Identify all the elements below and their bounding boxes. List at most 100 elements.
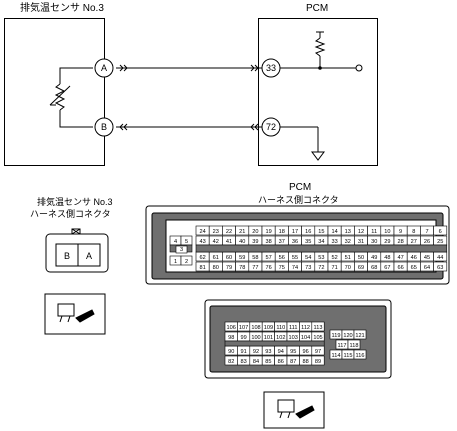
pcm-pin-38: 38 — [265, 239, 271, 245]
pcm-pin-58: 58 — [252, 255, 258, 261]
pcm-pin-80: 80 — [213, 265, 219, 271]
pcm-pin-115: 115 — [344, 353, 353, 359]
pcm-pin-15: 15 — [318, 229, 324, 235]
pcm-pin-99: 99 — [240, 335, 246, 341]
pcm-pin-2: 2 — [185, 259, 188, 265]
sensor-connector-title-1: 排気温センサ No.3 — [37, 197, 113, 207]
pin-cell-box — [224, 340, 325, 347]
pcm-box — [258, 18, 378, 166]
pcm-pin-20: 20 — [252, 229, 258, 235]
pcm-pin-7: 7 — [425, 229, 428, 235]
pcm-pin-11: 11 — [371, 229, 377, 235]
sensor-title: 排気温センサ No.3 — [20, 3, 104, 14]
terminal-72-label: 72 — [266, 122, 276, 132]
pcm-pin-19: 19 — [265, 229, 271, 235]
pcm-pin-112: 112 — [301, 325, 310, 331]
connector-symbols — [119, 64, 259, 131]
pcm-pin-43: 43 — [199, 239, 205, 245]
pcm-pin-96: 96 — [302, 349, 308, 355]
pcm-pin-111: 111 — [289, 325, 298, 331]
pcm-pin-110: 110 — [276, 325, 285, 331]
pin-cell-box — [311, 355, 325, 366]
pcm-pin-64: 64 — [424, 265, 430, 271]
pcm-pin-5: 5 — [185, 239, 188, 245]
pcm-pin-109: 109 — [264, 325, 273, 331]
pcm-pin-39: 39 — [252, 239, 258, 245]
terminal-b-label: B — [101, 122, 107, 132]
pcm-pin-118: 118 — [350, 343, 359, 349]
pcm-pin-85: 85 — [265, 359, 271, 365]
pcm-pin-37: 37 — [279, 239, 285, 245]
pcm-pin-16: 16 — [305, 229, 311, 235]
pcm-pin-59: 59 — [239, 255, 245, 261]
pcm-pin-28: 28 — [397, 239, 403, 245]
pcm-pin-32: 32 — [345, 239, 351, 245]
pcm-pin-116: 116 — [356, 353, 365, 359]
terminal-33-label: 33 — [266, 63, 276, 73]
pcm-pin-95: 95 — [290, 349, 296, 355]
pcm-pin-104: 104 — [301, 335, 310, 341]
pcm-pin-40: 40 — [239, 239, 245, 245]
pcm-pin-33: 33 — [331, 239, 337, 245]
pcm-pin-42: 42 — [213, 239, 219, 245]
pcm-pin-53: 53 — [318, 255, 324, 261]
pcm-pin-14: 14 — [331, 229, 337, 235]
terminal-circles — [94, 58, 281, 137]
pcm-pin-93: 93 — [265, 349, 271, 355]
pin-cell-box — [195, 244, 448, 253]
pcm-pin-23: 23 — [213, 229, 219, 235]
pcm-pin-24: 24 — [199, 229, 205, 235]
pcm-pin-65: 65 — [411, 265, 417, 271]
pcm-pin-67: 67 — [384, 265, 390, 271]
pcm-pin-78: 78 — [239, 265, 245, 271]
pcm-pin-68: 68 — [371, 265, 377, 271]
pcm-connector-title-2: ハーネス側コネクタ — [258, 195, 339, 205]
pcm-title: PCM — [306, 3, 329, 14]
signal-wires — [116, 67, 262, 128]
pcm-pin-29: 29 — [384, 239, 390, 245]
pcm-pin-55: 55 — [292, 255, 298, 261]
pcm-pin-47: 47 — [397, 255, 403, 261]
sensor-box — [4, 18, 105, 166]
pcm-pin-52: 52 — [331, 255, 337, 261]
pcm-pin-48: 48 — [384, 255, 390, 261]
pcm-junction-dot — [318, 66, 322, 70]
thermistor-icon — [49, 83, 71, 111]
pcm-internal-circuit — [280, 31, 356, 161]
pcm-pin-18: 18 — [279, 229, 285, 235]
pin-cell-box — [353, 349, 367, 360]
pcm-pin-62: 62 — [199, 255, 205, 261]
pcm-pin-60: 60 — [226, 255, 232, 261]
pcm-pin-103: 103 — [289, 335, 298, 341]
pcm-pin-34: 34 — [318, 239, 324, 245]
sensor-internal-wiring — [59, 67, 93, 128]
pcm-pin-91: 91 — [240, 349, 246, 355]
pcm-pin-71: 71 — [331, 265, 337, 271]
pin-cell-box — [175, 245, 188, 254]
pin-cell-box — [433, 225, 448, 236]
pcm-pin-8: 8 — [412, 229, 415, 235]
pcm-pin-4: 4 — [174, 239, 177, 245]
pcm-pin-10: 10 — [384, 229, 390, 235]
pcm-pin-117: 117 — [338, 343, 347, 349]
pcm-pin-12: 12 — [358, 229, 364, 235]
terminal-a-label: A — [101, 63, 107, 73]
pcm-pin-89: 89 — [315, 359, 321, 365]
pcm-pin-90: 90 — [228, 349, 234, 355]
pcm-pin-35: 35 — [305, 239, 311, 245]
pcm-pin-114: 114 — [332, 353, 341, 359]
pcm-pin-79: 79 — [226, 265, 232, 271]
pcm-pin-57: 57 — [265, 255, 271, 261]
pcm-pin-63: 63 — [437, 265, 443, 271]
sensor-pin-b: B — [64, 251, 70, 261]
pcm-pin-108: 108 — [251, 325, 260, 331]
pcm-connector-title-1: PCM — [289, 182, 312, 193]
pcm-pin-27: 27 — [411, 239, 417, 245]
pcm-pin-70: 70 — [345, 265, 351, 271]
pcm-pin-101: 101 — [264, 335, 273, 341]
pcm-pin-46: 46 — [411, 255, 417, 261]
pcm-pin-31: 31 — [358, 239, 364, 245]
pcm-pin-3: 3 — [180, 247, 183, 253]
pcm-pin-119: 119 — [332, 333, 341, 339]
